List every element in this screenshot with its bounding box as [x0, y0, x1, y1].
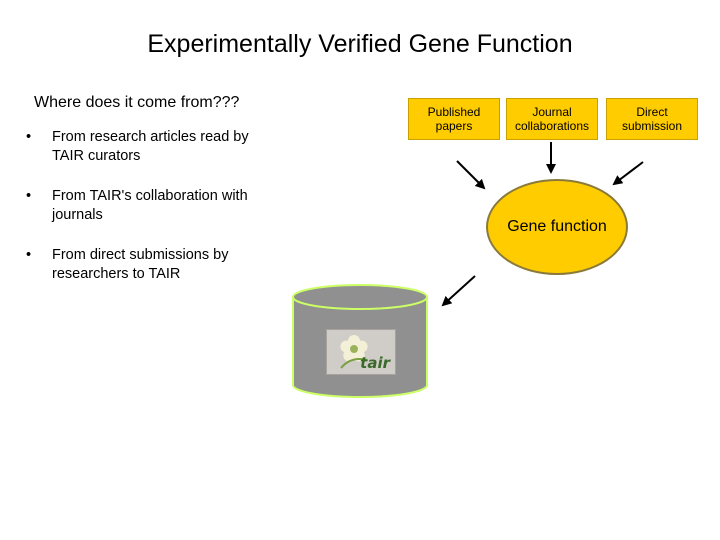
bullet-item: • From direct submissions by researchers…	[24, 246, 284, 284]
slide-title: Experimentally Verified Gene Function	[147, 30, 573, 58]
published-papers-label: Published papers	[427, 105, 481, 133]
bullet-item: • From TAIR's collaboration with journal…	[24, 187, 284, 225]
bullet-icon: •	[26, 188, 32, 204]
tair-logo-text: tair	[360, 354, 390, 372]
arrow-direct-to-gene	[612, 161, 644, 186]
bullet-icon: •	[26, 247, 32, 263]
slide-subtitle: Where does it come from???	[34, 94, 240, 111]
arrow-gene-to-database	[441, 275, 476, 307]
bullet-item: • From research articles read by TAIR cu…	[24, 128, 284, 166]
bullet-text: From research articles read by TAIR cura…	[52, 129, 249, 164]
bullet-list: • From research articles read by TAIR cu…	[24, 128, 284, 305]
arrow-published-to-gene	[456, 160, 486, 190]
bullet-icon: •	[26, 129, 32, 145]
journal-collaborations-box: Journal collaborations	[506, 98, 598, 140]
direct-submission-label: Direct submission	[621, 105, 683, 133]
journal-collaborations-label: Journal collaborations	[514, 105, 590, 133]
gene-function-label: Gene function	[507, 218, 607, 235]
direct-submission-box: Direct submission	[606, 98, 698, 140]
published-papers-box: Published papers	[408, 98, 500, 140]
tair-logo: tair	[326, 329, 396, 375]
gene-function-ellipse: Gene function	[486, 179, 628, 275]
bullet-text: From TAIR's collaboration with journals	[52, 188, 248, 223]
bullet-text: From direct submissions by researchers t…	[52, 247, 229, 282]
flower-icon	[340, 335, 368, 369]
